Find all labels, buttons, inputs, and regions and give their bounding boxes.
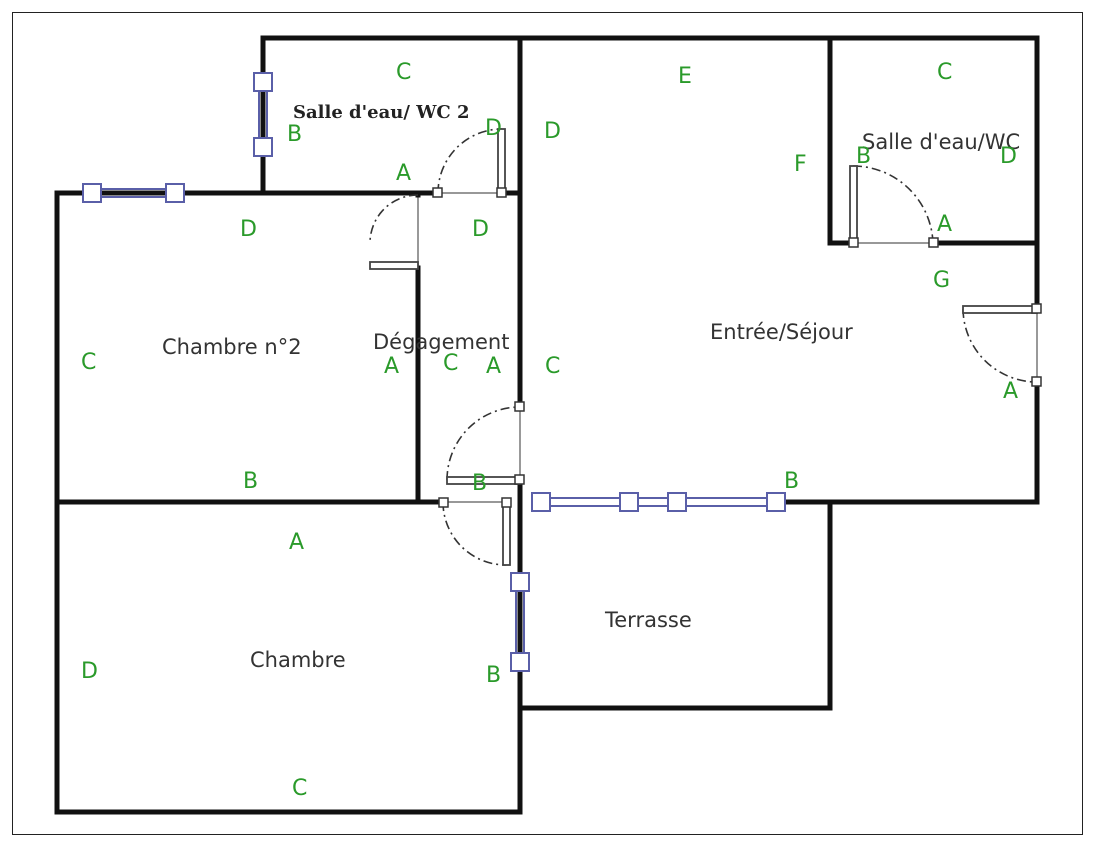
wall-label: A [289,530,304,555]
wall-label: G [933,268,950,293]
door-wc [848,165,939,248]
wall-label: B [472,471,487,496]
window-chambre [510,572,530,672]
wall-label: B [856,144,871,169]
wall-label: D [544,119,561,144]
wall-letter-labels: C B D A D A C A E D F G C A B C B D A D … [81,60,1018,801]
door-chambre2 [369,194,419,270]
doors [369,128,1042,566]
room-chambre: Chambre [250,648,346,672]
door-chambre [438,497,512,566]
wall-label: D [240,217,257,242]
window-wc2 [253,72,273,157]
wall-label: B [784,469,799,494]
wall-label: D [485,116,502,141]
wall-label: A [396,161,411,186]
plan-frame [12,12,1083,835]
window-chambre2 [82,183,185,203]
wall-label: E [678,64,692,89]
wall-label: B [243,469,258,494]
room-terrasse: Terrasse [604,608,692,632]
wall-label: C [937,60,952,85]
wall-label: C [545,354,560,379]
room-labels: Salle d'eau/ WC 2 Salle d'eau/WC Entrée/… [162,102,1020,672]
wall-label: B [287,122,302,147]
wall-label: A [486,354,501,379]
wall-label: C [396,60,411,85]
wall-label: A [1003,379,1018,404]
room-salle-eau-wc: Salle d'eau/WC [862,130,1020,154]
wall-label: B [486,663,501,688]
wall-label: D [81,659,98,684]
wall-label: F [794,152,807,177]
wall-label: C [443,351,458,376]
wall-label: A [384,354,399,379]
window-sejour [531,492,786,512]
wall-label: C [292,776,307,801]
room-salle-eau-wc2: Salle d'eau/ WC 2 [293,102,470,123]
wall-label: C [81,350,96,375]
room-chambre2: Chambre n°2 [162,335,302,359]
room-degagement: Dégagement [373,330,509,354]
room-entree-sejour: Entrée/Séjour [710,320,853,344]
door-openings [417,192,1038,503]
wall-label: A [937,212,952,237]
wall-label: D [1000,144,1017,169]
door-wc2 [432,128,507,198]
door-sejour [446,401,525,485]
windows [82,72,786,672]
wall-label: D [472,217,489,242]
door-entrance [962,303,1042,387]
walls [54,35,1040,815]
